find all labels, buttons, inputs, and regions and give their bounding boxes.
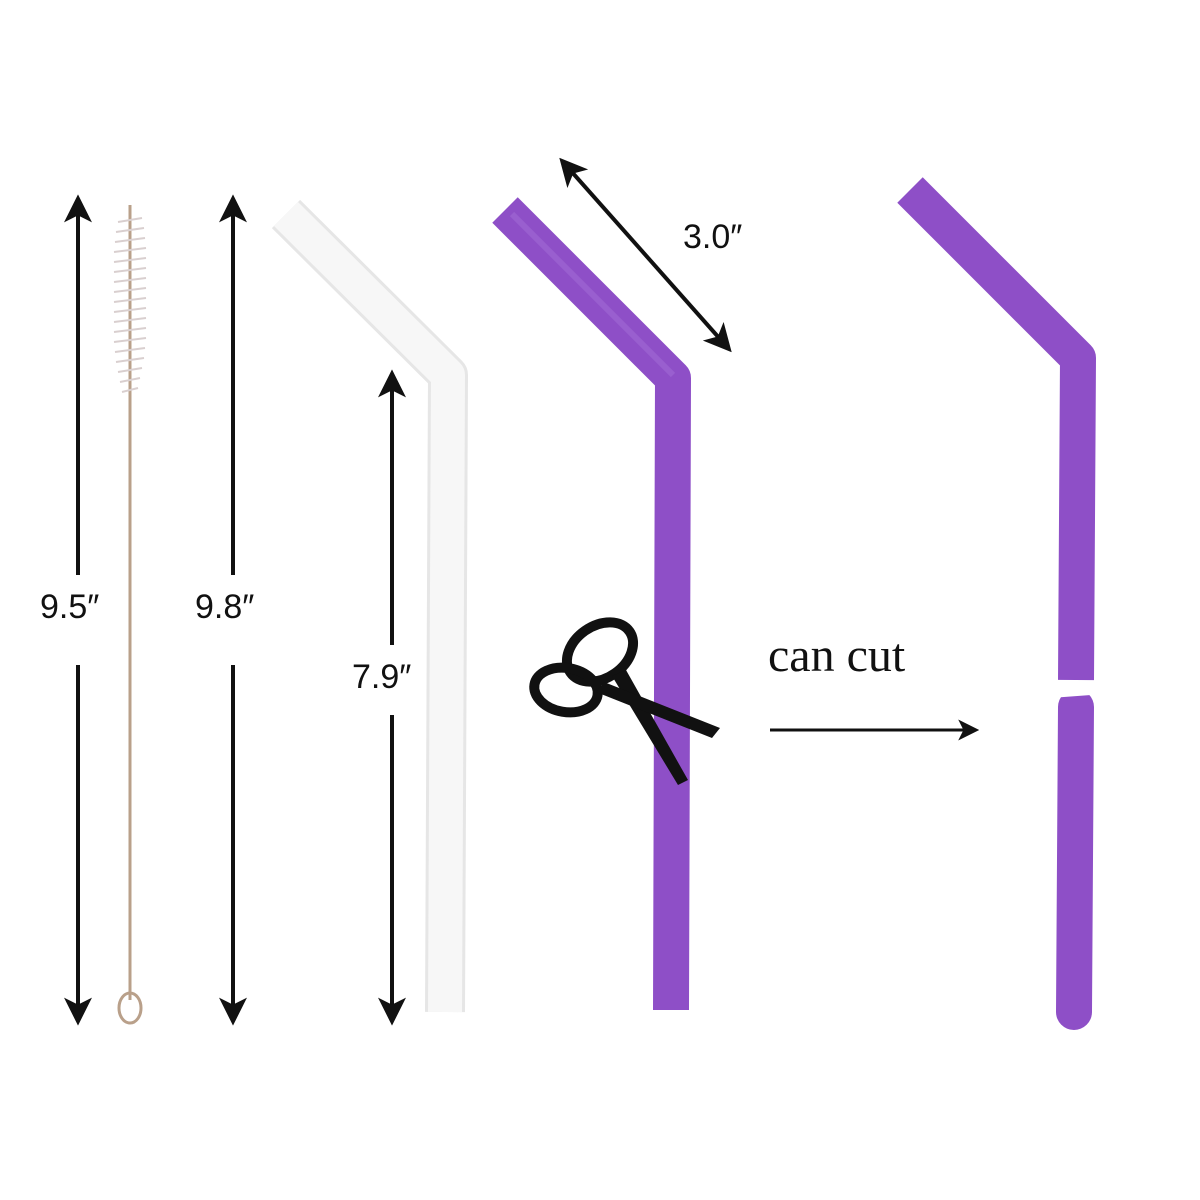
straw-total-length-label: 9.8″: [195, 588, 255, 626]
white-straw: [271, 199, 468, 1013]
purple-straw: [492, 197, 691, 1011]
scissors-icon: [529, 617, 720, 785]
can-cut-caption: can cut: [768, 629, 906, 682]
straw-bent-length-label: 3.0″: [683, 218, 743, 256]
brush-length-label: 9.5″: [40, 588, 100, 626]
straw-straight-length-label: 7.9″: [352, 658, 412, 696]
cleaning-brush: [113, 205, 147, 1025]
straw-bent-length-arrow: [559, 157, 732, 353]
purple-straw-cut: [897, 177, 1105, 1030]
